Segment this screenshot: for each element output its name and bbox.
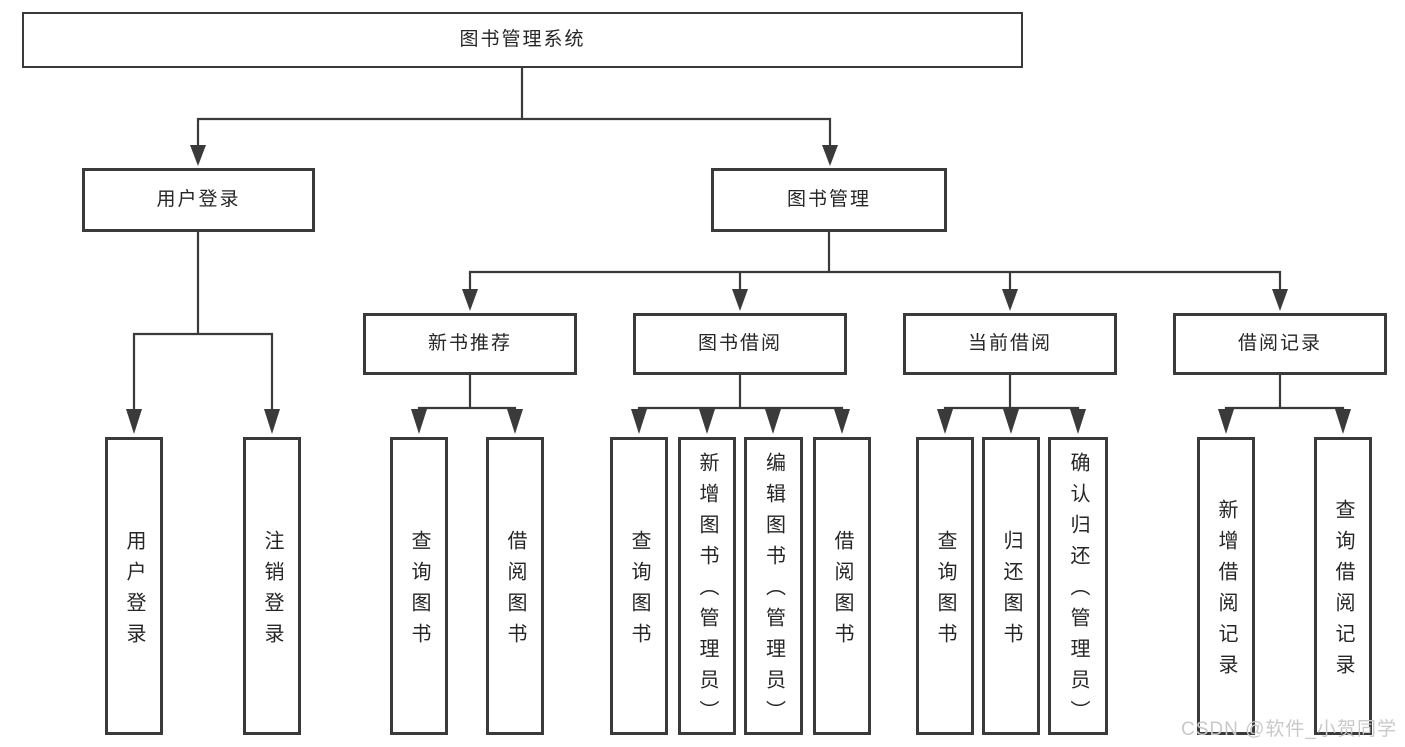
arrowhead-icon xyxy=(834,409,850,434)
arrowhead-icon xyxy=(937,409,953,434)
connector-line xyxy=(637,406,844,410)
leaf-current-query-books-label: 查询图书 xyxy=(934,529,956,654)
arrowhead-icon xyxy=(411,409,427,434)
leaf-current-return-books: 归还图书 xyxy=(982,437,1040,735)
arrowhead-icon xyxy=(699,409,715,434)
arrowhead-icon xyxy=(190,145,206,166)
leaf-borrowing-borrow-books-label: 借阅图书 xyxy=(831,529,853,654)
arrowhead-icon xyxy=(732,289,748,311)
arrowhead-icon xyxy=(765,409,781,434)
connector-line xyxy=(132,332,274,410)
leaf-recommend-query-books-label: 查询图书 xyxy=(408,529,430,654)
arrowheads xyxy=(126,145,1351,434)
arrowhead-icon xyxy=(631,409,647,434)
node-book-borrowing-label: 图书借阅 xyxy=(697,332,782,354)
arrowhead-icon xyxy=(822,145,838,166)
leaf-logout: 注销登录 xyxy=(243,437,301,735)
leaf-current-query-books: 查询图书 xyxy=(916,437,974,735)
connector-line xyxy=(196,117,832,147)
leaf-borrowing-borrow-books: 借阅图书 xyxy=(813,437,871,735)
arrowhead-icon xyxy=(1070,409,1086,434)
root-node: 图书管理系统 xyxy=(22,12,1023,68)
leaf-borrowing-query-books-label: 查询图书 xyxy=(628,529,650,654)
node-borrowing-records-label: 借阅记录 xyxy=(1237,332,1322,354)
node-book-management: 图书管理 xyxy=(711,168,947,232)
leaf-logout-label: 注销登录 xyxy=(261,529,283,654)
leaf-recommend-borrow-books: 借阅图书 xyxy=(486,437,544,735)
leaf-borrowing-add-books-admin-label: 新增图书（管理员） xyxy=(696,452,718,731)
leaf-user-login-label: 用户登录 xyxy=(123,529,145,654)
root-node-label: 图书管理系统 xyxy=(459,28,586,50)
arrowhead-icon xyxy=(1002,289,1018,311)
node-new-book-recommend: 新书推荐 xyxy=(363,313,577,375)
leaf-user-login: 用户登录 xyxy=(105,437,163,735)
node-current-borrowing: 当前借阅 xyxy=(903,313,1117,375)
arrowhead-icon xyxy=(507,409,523,434)
node-book-management-label: 图书管理 xyxy=(786,188,871,210)
arrowhead-icon xyxy=(264,409,280,434)
node-user-login: 用户登录 xyxy=(82,168,315,232)
connector-line xyxy=(417,406,517,410)
connector-line xyxy=(1224,406,1345,410)
arrowhead-icon xyxy=(462,289,478,311)
leaf-current-return-books-label: 归还图书 xyxy=(1000,529,1022,654)
node-current-borrowing-label: 当前借阅 xyxy=(967,332,1052,354)
leaf-records-add-record-label: 新增借阅记录 xyxy=(1215,498,1237,685)
leaf-borrowing-query-books: 查询图书 xyxy=(610,437,668,735)
leaf-current-confirm-return-admin: 确认归还（管理员） xyxy=(1048,437,1108,735)
leaf-borrowing-edit-books-admin: 编辑图书（管理员） xyxy=(744,437,803,735)
arrowhead-icon xyxy=(1003,409,1019,434)
arrowhead-icon xyxy=(1335,409,1351,434)
node-borrowing-records: 借阅记录 xyxy=(1173,313,1387,375)
leaf-current-confirm-return-admin-label: 确认归还（管理员） xyxy=(1067,452,1089,731)
leaf-records-query-record-label: 查询借阅记录 xyxy=(1332,498,1354,685)
arrowhead-icon xyxy=(1218,409,1234,434)
arrowhead-icon xyxy=(126,409,142,434)
connector-line xyxy=(468,270,1282,290)
leaf-records-query-record: 查询借阅记录 xyxy=(1314,437,1372,735)
node-book-borrowing: 图书借阅 xyxy=(633,313,847,375)
leaf-records-add-record: 新增借阅记录 xyxy=(1197,437,1255,735)
watermark: CSDN @软件_小贺同学 xyxy=(1181,719,1397,740)
leaf-recommend-borrow-books-label: 借阅图书 xyxy=(504,529,526,654)
node-user-login-label: 用户登录 xyxy=(156,188,241,210)
node-new-book-recommend-label: 新书推荐 xyxy=(427,332,512,354)
leaf-borrowing-add-books-admin: 新增图书（管理员） xyxy=(678,437,736,735)
leaf-recommend-query-books: 查询图书 xyxy=(390,437,448,735)
leaf-borrowing-edit-books-admin-label: 编辑图书（管理员） xyxy=(762,452,785,731)
arrowhead-icon xyxy=(1272,289,1288,311)
